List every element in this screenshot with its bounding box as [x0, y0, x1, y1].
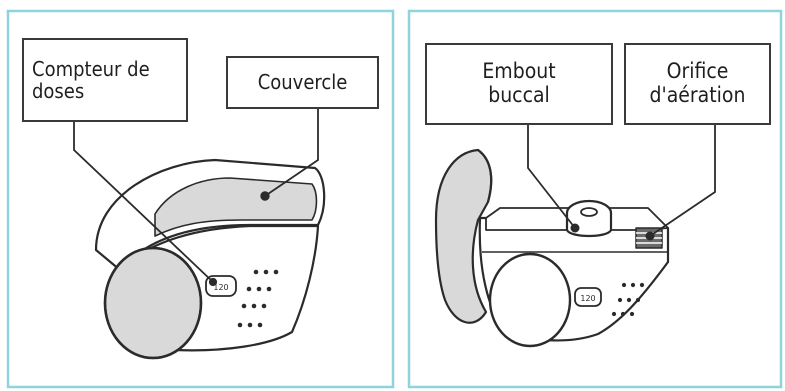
right-leader-lines: [527, 125, 716, 241]
dose-counter-digits-open: 120: [580, 294, 595, 303]
grip-dots-open: [611, 282, 645, 317]
label-air-vent: Orifice d'aération: [624, 43, 771, 125]
label-dose-counter-line2: doses: [32, 79, 85, 103]
closed-inhaler: [94, 158, 326, 360]
label-cover-text: Couvercle: [257, 70, 348, 95]
label-cover: Couvercle: [226, 56, 379, 109]
side-knob-rim: [103, 246, 203, 360]
open-cover-edge: [477, 149, 493, 203]
label-dose-counter: Compteur de doses: [22, 38, 188, 122]
open-cover: [434, 148, 493, 324]
leader-air-vent: [649, 125, 716, 237]
right-panel-frame: [407, 9, 783, 389]
label-air-vent-line1: Orifice: [666, 59, 729, 84]
left-leader-lines: [73, 109, 319, 287]
dose-counter-window-open: [574, 287, 602, 307]
dose-counter-digits: 120: [213, 283, 228, 292]
grip-dots: [237, 269, 279, 328]
label-mouthpiece: Embout buccal: [425, 43, 613, 125]
label-mouthpiece-line2: buccal: [488, 83, 550, 107]
leader-mouthpiece: [527, 125, 576, 229]
cover-shading: [154, 177, 318, 237]
label-air-vent-line2: d'aération: [649, 83, 746, 107]
side-knob-open: [488, 252, 572, 348]
label-mouthpiece-line1: Embout: [482, 59, 556, 84]
leader-cover: [264, 109, 319, 197]
open-inhaler: [434, 148, 670, 348]
leader-dose-counter: [73, 121, 214, 283]
left-panel-frame: [6, 9, 395, 389]
label-dose-counter-line1: Compteur de: [32, 56, 150, 81]
